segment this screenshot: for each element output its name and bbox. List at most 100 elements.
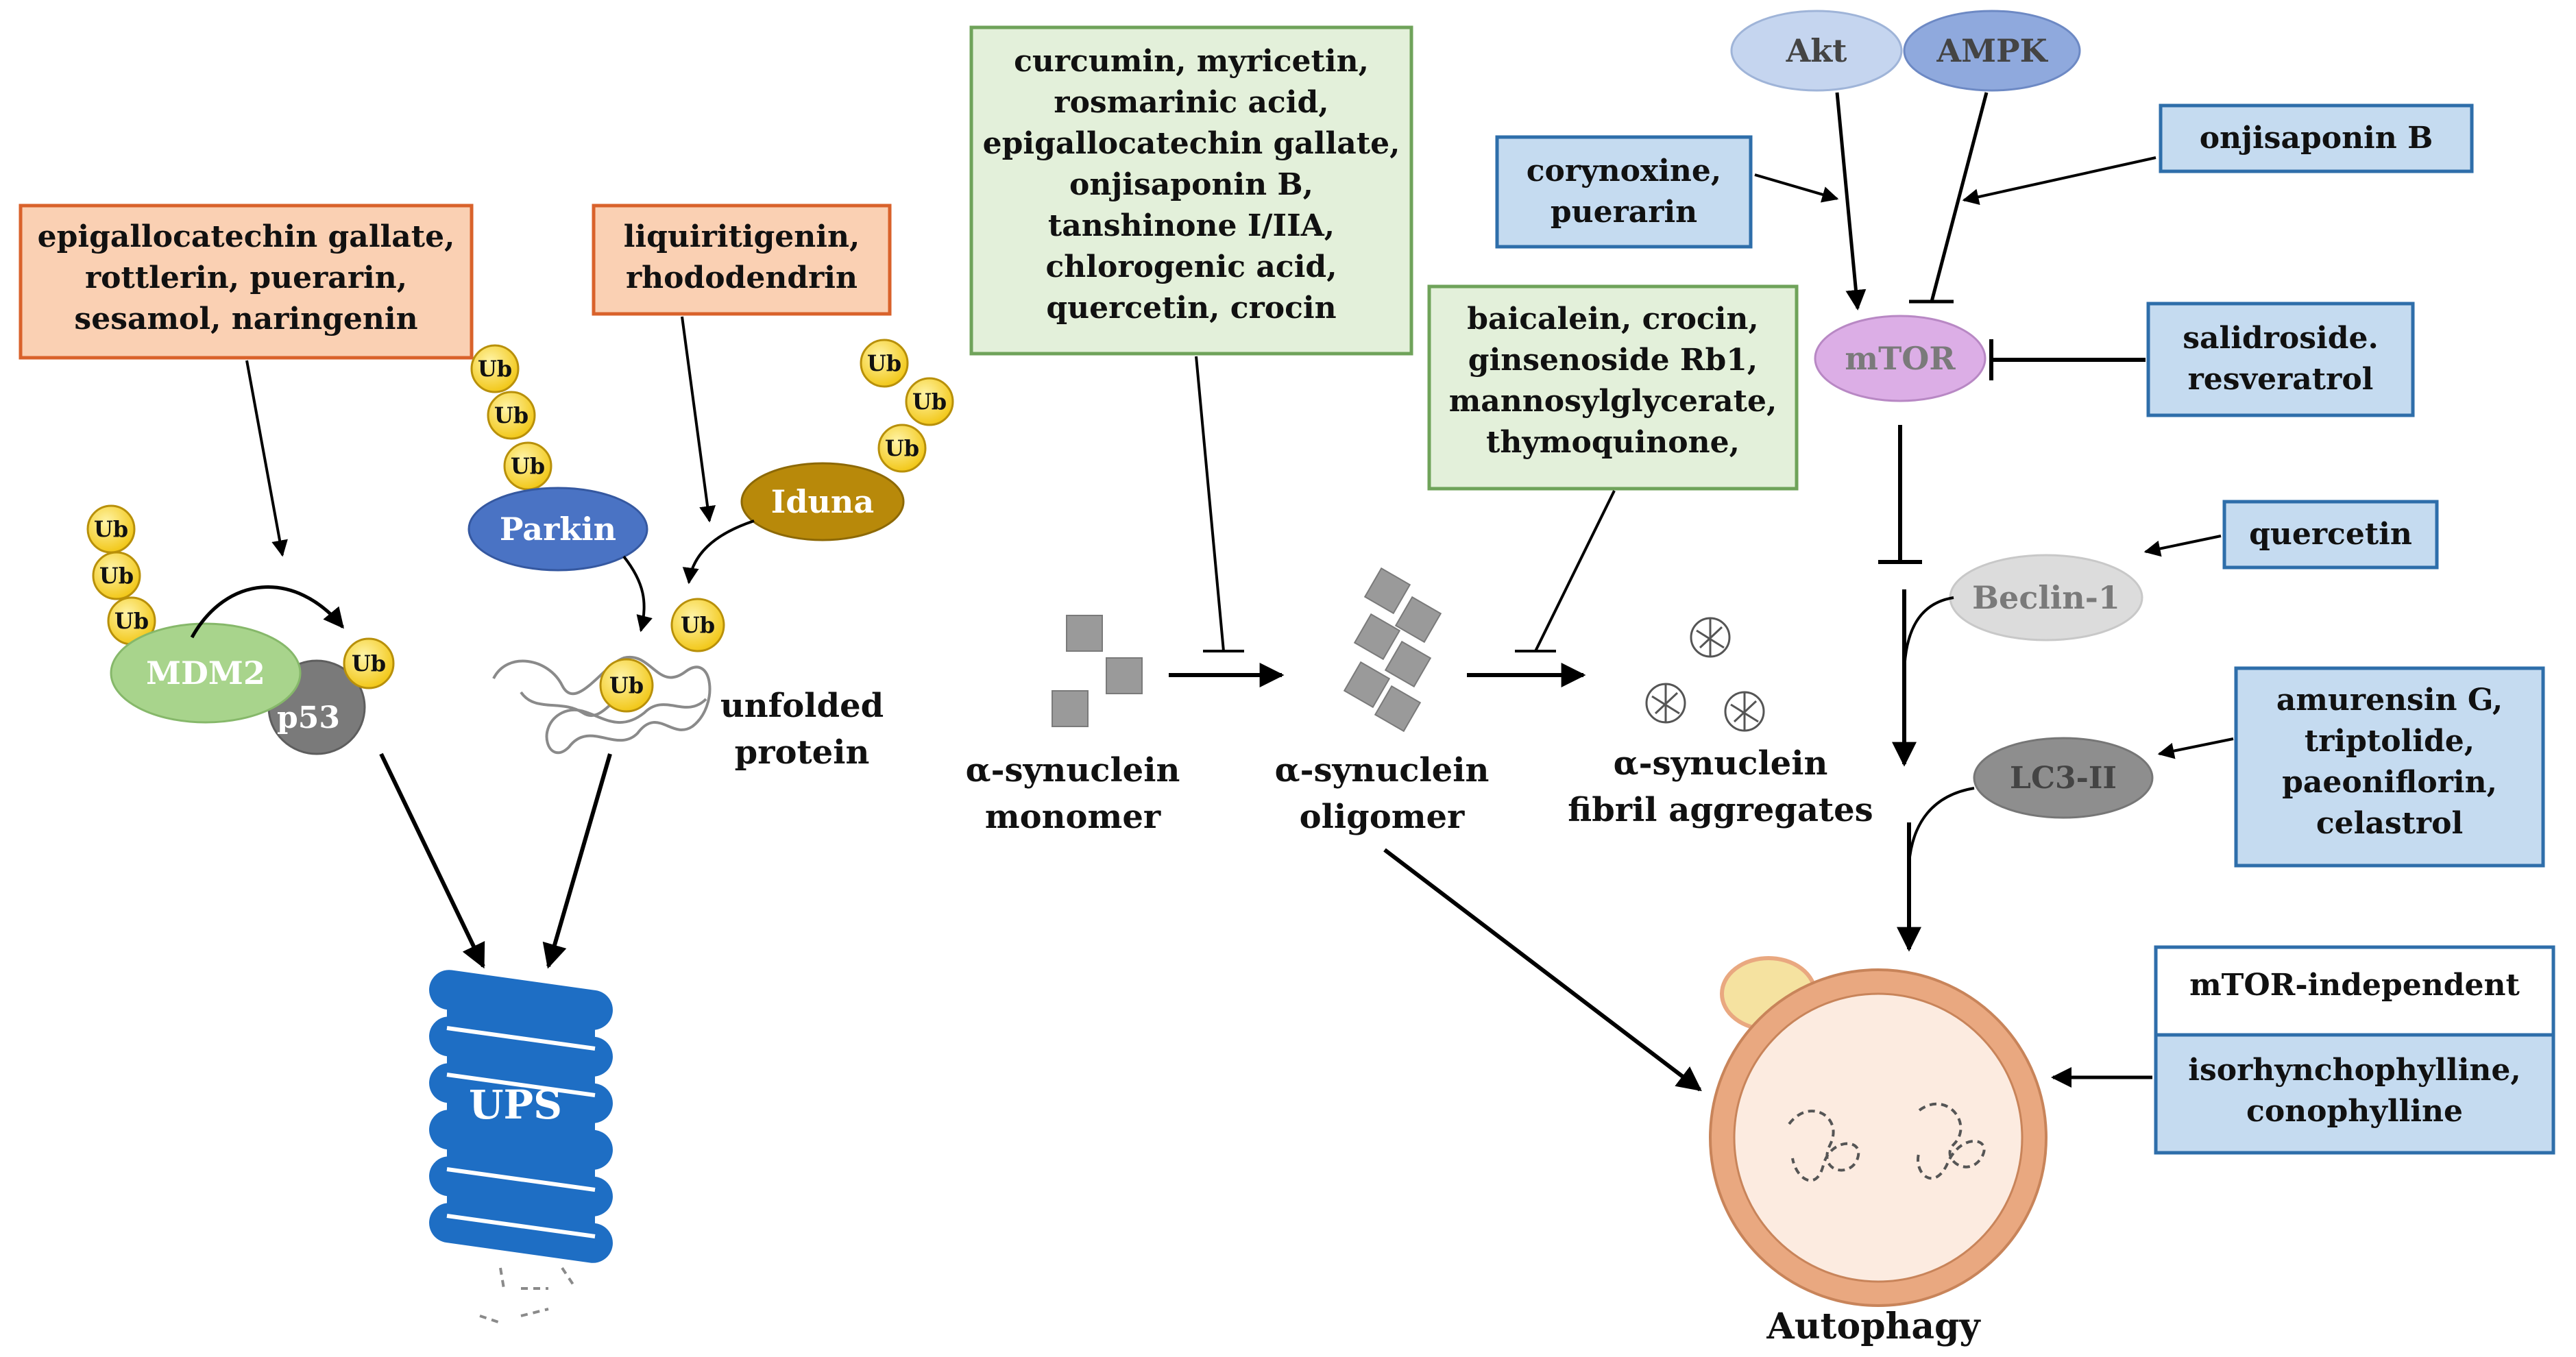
- monomer-squares: [1052, 615, 1143, 727]
- fibril-label-2: fibril aggregates: [1568, 791, 1873, 829]
- unfolded-protein: Ub Ub: [492, 598, 725, 754]
- arrow-protein-to-ups: [542, 753, 612, 969]
- arrow-p53-to-ups: [379, 753, 485, 969]
- arrow-iduna-to-protein: [682, 519, 755, 585]
- oligomer-drugs-line-6: chlorogenic acid,: [1045, 249, 1337, 284]
- mtor-independent-box: mTOR-independent isorhynchophylline, con…: [2154, 945, 2555, 1155]
- amurensin-line-2: triptolide,: [2305, 724, 2475, 759]
- lc3-node: LC3-II: [1973, 737, 2154, 819]
- mtor-node: mTOR: [1814, 315, 1986, 402]
- onjisaponin-box: onjisaponin B: [2159, 103, 2474, 173]
- fibril-drugs-line-3: mannosylglycerate,: [1449, 384, 1777, 419]
- parkin-drugs-line-1: liquiritigenin,: [624, 219, 860, 254]
- amurensin-box: amurensin G, triptolide, paeoniflorin, c…: [2234, 666, 2545, 868]
- amurensin-line-1: amurensin G,: [2276, 683, 2503, 718]
- corynoxine-line-1: corynoxine,: [1527, 154, 1721, 188]
- mdm2-drugs-line-3: sesamol, naringenin: [74, 302, 417, 337]
- ampk-label: AMPK: [1936, 32, 2048, 69]
- arrow-oligomer-to-autophagy: [1383, 848, 1702, 1092]
- onjisaponin-line-1: onjisaponin B: [2200, 121, 2433, 156]
- akt-label: Akt: [1786, 32, 1848, 69]
- mdm2-label: MDM2: [146, 655, 265, 692]
- fibril-drugs-box: baicalein, crocin, ginsenoside Rb1, mann…: [1427, 284, 1799, 491]
- mdm2-ub-chain: Ub Ub Ub: [86, 504, 156, 646]
- arrow-corynoxine-to-mtor: [1754, 173, 1839, 203]
- unfolded-protein-label-1: unfolded: [720, 687, 884, 725]
- arrow-amurensin-to-lc3: [2157, 737, 2234, 759]
- unfolded-protein-label-2: protein: [735, 733, 870, 772]
- p53-label: p53: [277, 700, 340, 735]
- ups-label: UPS: [469, 1081, 562, 1128]
- inhibit-mtor-to-beclin: [1878, 425, 1922, 564]
- arrow-parkin-to-protein: [622, 555, 653, 633]
- arrow-drugs-to-mdm2: [245, 360, 288, 557]
- mdm2-drugs-line-1: epigallocatechin gallate,: [38, 219, 455, 254]
- ampk-node: AMPK: [1903, 10, 2081, 92]
- ub-label: Ub: [885, 435, 919, 461]
- oligomer-drugs-line-5: tanshinone I/IIA,: [1048, 208, 1335, 243]
- arrow-quercetin-to-beclin: [2143, 535, 2222, 557]
- inhibit-fibrillation: [1515, 490, 1616, 652]
- monomer-label-1: α-synuclein: [966, 751, 1180, 790]
- oligomer-cluster: [1343, 567, 1442, 733]
- mdm2-drugs-line-2: rottlerin, puerarin,: [85, 260, 407, 295]
- mdm2-drugs-box: epigallocatechin gallate, rottlerin, pue…: [19, 204, 474, 360]
- quercetin-box: quercetin: [2222, 500, 2439, 570]
- parkin-node: Parkin: [467, 487, 648, 572]
- ub-label: Ub: [99, 563, 134, 589]
- fibril-aggregates: [1645, 617, 1765, 732]
- amurensin-line-4: celastrol: [2316, 806, 2463, 841]
- arrow-ub-transfer: [190, 585, 344, 639]
- parkin-label: Parkin: [500, 511, 616, 548]
- lc3-curve: [1908, 787, 1975, 864]
- autophagosome: [1709, 956, 2048, 1307]
- oligomer-label-1: α-synuclein: [1275, 751, 1490, 790]
- oligomer-drugs-box: curcumin, myricetin, rosmarinic acid, ep…: [969, 25, 1413, 356]
- corynoxine-line-2: puerarin: [1551, 195, 1697, 230]
- corynoxine-box: corynoxine, puerarin: [1495, 135, 1753, 249]
- iduna-node: Iduna: [740, 462, 905, 541]
- monomer-label-2: monomer: [985, 798, 1161, 836]
- beclin-node: Beclin-1: [1949, 554, 2143, 641]
- ub-label: Ub: [912, 389, 947, 415]
- ub-label: Ub: [352, 650, 386, 676]
- akt-node: Akt: [1730, 10, 1903, 92]
- fibril-drugs-line-1: baicalein, crocin,: [1467, 302, 1758, 337]
- ups-proteasome: UPS: [429, 970, 613, 1324]
- isorhynchophylline-line-1: isorhynchophylline,: [2188, 1053, 2520, 1088]
- parkin-drugs-line-2: rhododendrin: [626, 260, 858, 295]
- amurensin-line-3: paeoniflorin,: [2282, 765, 2497, 800]
- autophagy-label: Autophagy: [1766, 1306, 1981, 1347]
- fibril-drugs-line-4: thymoquinone,: [1486, 425, 1740, 460]
- parkin-ub-chain: Ub Ub Ub: [470, 344, 552, 491]
- parkin-drugs-box: liquiritigenin, rhododendrin: [592, 204, 892, 316]
- ub-label: Ub: [494, 402, 528, 428]
- mtor-independent-title: mTOR-independent: [2189, 968, 2520, 1003]
- arrow-akt-to-mtor: [1835, 92, 1867, 310]
- salidroside-line-2: resveratrol: [2188, 362, 2374, 397]
- mdm2-node: [110, 622, 302, 724]
- oligomer-drugs-line-4: onjisaponin B,: [1069, 167, 1313, 202]
- ub-label: Ub: [681, 612, 715, 638]
- oligomer-drugs-line-7: quercetin, crocin: [1046, 291, 1336, 326]
- salidroside-line-1: salidroside.: [2183, 321, 2379, 356]
- ub-label: Ub: [478, 356, 512, 382]
- ub-label: Ub: [94, 516, 128, 542]
- inhibit-ampk-to-mtor: [1909, 92, 1989, 304]
- ub-label: Ub: [867, 350, 901, 376]
- beclin-label: Beclin-1: [1972, 579, 2120, 616]
- arrow-onjisaponin-to-mtor: [1962, 156, 2156, 206]
- beclin-curve: [1903, 596, 1954, 672]
- isorhynchophylline-line-2: conophylline: [2246, 1094, 2463, 1129]
- arrow-drugs-to-iduna: [681, 316, 716, 523]
- lc3-label: LC3-II: [2010, 761, 2117, 796]
- oligomer-drugs-line-2: rosmarinic acid,: [1054, 85, 1328, 120]
- ub-label: Ub: [114, 608, 149, 634]
- mtor-label: mTOR: [1845, 340, 1956, 377]
- inhibit-salidroside-to-mtor: [1989, 339, 2146, 380]
- inhibit-oligomerization: [1195, 356, 1244, 652]
- iduna-ub-chain: Ub Ub Ub: [860, 339, 954, 473]
- oligomer-label-2: oligomer: [1300, 798, 1465, 836]
- salidroside-box: salidroside. resveratrol: [2146, 302, 2415, 417]
